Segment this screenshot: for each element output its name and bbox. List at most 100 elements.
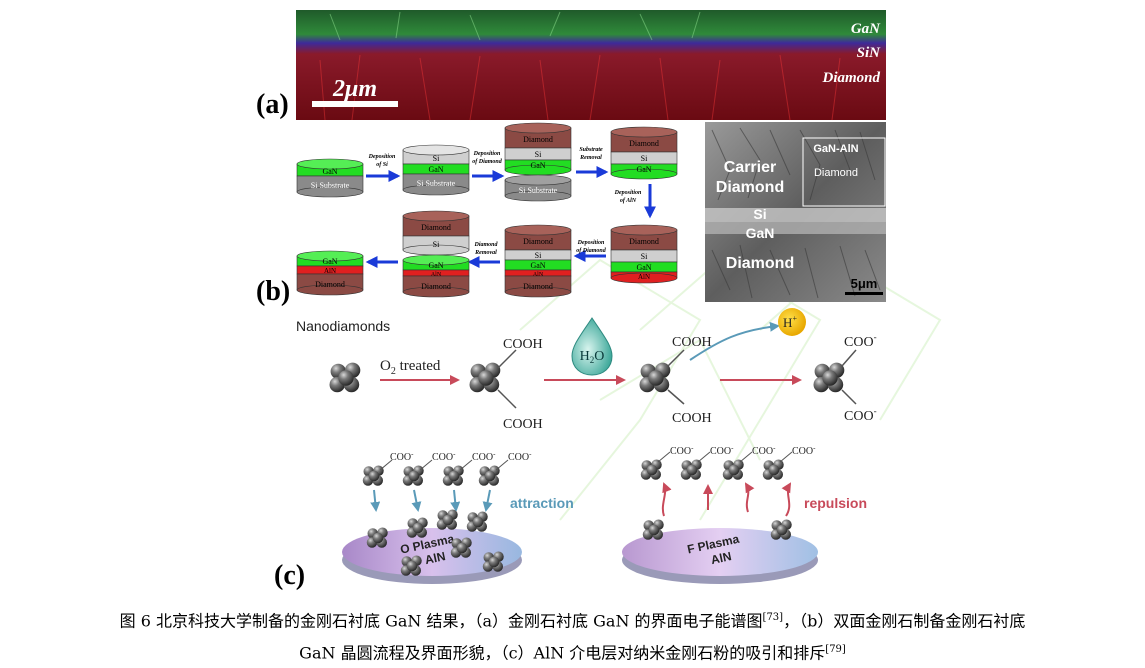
f-plasma-aln-label: AlN bbox=[710, 549, 733, 567]
panel-c-label: (c) bbox=[274, 560, 305, 591]
svg-text:COO-: COO- bbox=[390, 450, 414, 463]
svg-text:GaN: GaN bbox=[636, 263, 651, 272]
sem-label-diamond-3: Diamond bbox=[726, 255, 794, 272]
sem-label-si: Si bbox=[753, 206, 766, 222]
svg-text:GaN: GaN bbox=[322, 167, 337, 176]
step2-wafer: Si GaN Si Substrate bbox=[402, 144, 470, 196]
step6-wafer: Diamond Si GaN AlN Diamond bbox=[504, 224, 572, 298]
layer-gan-label: GaN bbox=[851, 21, 881, 37]
ref-73[interactable]: [73] bbox=[762, 612, 784, 623]
svg-text:Deposition: Deposition bbox=[473, 151, 501, 157]
svg-text:Diamond: Diamond bbox=[629, 237, 659, 246]
svg-text:COO-: COO- bbox=[508, 450, 532, 463]
sem-label-gan-aln: GaN-AlN bbox=[813, 143, 858, 155]
attraction-group: COO- COO- COO- COO- attraction O Plasma … bbox=[342, 450, 574, 584]
svg-text:of AlN: of AlN bbox=[620, 198, 637, 204]
step1-wafer: GaN Si Substrate bbox=[296, 158, 364, 198]
svg-text:Deposition: Deposition bbox=[614, 190, 642, 196]
svg-text:Substrate: Substrate bbox=[579, 147, 603, 153]
sem-scale-label: 5μm bbox=[851, 276, 878, 291]
svg-text:COO-: COO- bbox=[710, 444, 734, 457]
svg-text:COO-: COO- bbox=[792, 444, 816, 457]
svg-text:COO-: COO- bbox=[752, 444, 776, 457]
svg-text:Diamond: Diamond bbox=[523, 135, 553, 144]
svg-text:GaN: GaN bbox=[530, 261, 545, 270]
figure-caption-line-2: GaN 晶圆流程及界面形貌，（c）AlN 介电层对纳米金刚石粉的吸引和排斥[79… bbox=[299, 643, 846, 663]
svg-text:of Diamond: of Diamond bbox=[576, 248, 607, 254]
step4-wafer: Diamond Si GaN bbox=[610, 126, 678, 180]
nanodiamond-cluster-1 bbox=[329, 362, 361, 393]
layer-sin-label: SiN bbox=[857, 45, 882, 61]
svg-text:Deposition: Deposition bbox=[368, 154, 396, 160]
svg-text:Si: Si bbox=[433, 154, 440, 163]
cooh-top: COOH bbox=[503, 337, 543, 352]
sem-label-carrier: Carrier bbox=[724, 159, 776, 176]
svg-text:Diamond: Diamond bbox=[523, 237, 553, 246]
layer-diamond-label: Diamond bbox=[821, 70, 880, 86]
svg-text:AlN: AlN bbox=[324, 267, 336, 275]
svg-text:Si Substrate: Si Substrate bbox=[519, 186, 558, 195]
nanodiamonds-title: Nanodiamonds bbox=[296, 318, 390, 334]
svg-text:COO-: COO- bbox=[432, 450, 456, 463]
svg-text:Si: Si bbox=[433, 240, 440, 249]
svg-text:Si Substrate: Si Substrate bbox=[417, 179, 456, 188]
sem-label-diamond-1: Diamond bbox=[716, 179, 784, 196]
svg-text:AlN: AlN bbox=[638, 273, 650, 281]
scale-bar-a bbox=[312, 101, 398, 107]
panel-a: (a) GaN SiN Diamond 2μm bbox=[256, 10, 886, 121]
svg-text:GaN: GaN bbox=[322, 257, 337, 266]
svg-text:Si: Si bbox=[641, 252, 648, 261]
svg-text:Diamond: Diamond bbox=[473, 242, 498, 248]
nanodiamond-cluster-2 bbox=[469, 362, 501, 393]
f-plasma-plate bbox=[622, 528, 818, 576]
step8-wafer: GaN AlN Diamond bbox=[296, 250, 364, 296]
step5-wafer: Diamond Si GaN AlN bbox=[610, 224, 678, 284]
blue-curve-arrow bbox=[689, 321, 780, 361]
coo-top: COO- bbox=[844, 332, 877, 350]
scale-bar-label-a: 2μm bbox=[332, 76, 377, 102]
svg-text:AlN: AlN bbox=[431, 272, 442, 278]
proton-icon bbox=[778, 308, 806, 336]
svg-text:COO-: COO- bbox=[670, 444, 694, 457]
svg-text:COO-: COO- bbox=[472, 450, 496, 463]
panel-a-label: (a) bbox=[256, 89, 289, 120]
svg-text:of Diamond: of Diamond bbox=[472, 159, 503, 165]
cooh-top-2: COOH bbox=[672, 335, 712, 350]
o-plasma-aln-label: AlN bbox=[424, 549, 447, 567]
ref-79[interactable]: [79] bbox=[825, 644, 846, 655]
sem-label-gan: GaN bbox=[746, 225, 775, 241]
cooh-bottom-2: COOH bbox=[672, 411, 712, 426]
svg-text:Si: Si bbox=[535, 150, 542, 159]
step3-wafer: Diamond Si GaN Si Substrate bbox=[504, 122, 572, 202]
panel-b: (b) GaN Si Substrate Deposition of Si Si… bbox=[256, 122, 886, 307]
water-drop bbox=[571, 317, 613, 376]
panel-c: Nanodiamonds O2 treated COOH COOH H2O CO… bbox=[274, 308, 877, 591]
o-plasma-plate bbox=[342, 528, 522, 576]
coo-bottom: COO- bbox=[844, 406, 877, 424]
sem-scale-bar bbox=[845, 292, 883, 295]
svg-text:AlN: AlN bbox=[533, 272, 544, 278]
svg-text:Diamond: Diamond bbox=[421, 223, 451, 232]
svg-text:Diamond: Diamond bbox=[523, 282, 553, 291]
svg-text:Diamond: Diamond bbox=[421, 282, 451, 291]
svg-text:Diamond: Diamond bbox=[629, 139, 659, 148]
cooh-bottom: COOH bbox=[503, 417, 543, 432]
svg-text:Si: Si bbox=[641, 154, 648, 163]
step7-wafer: Diamond Si GaN AlN Diamond bbox=[402, 210, 470, 298]
sem-image: Carrier Diamond GaN-AlN Diamond Si GaN D… bbox=[705, 122, 886, 302]
attraction-label: attraction bbox=[510, 495, 574, 511]
svg-text:Deposition: Deposition bbox=[577, 240, 605, 246]
svg-text:of Si: of Si bbox=[376, 162, 388, 168]
figure-caption-line-1: 图 6 北京科技大学制备的金刚石衬底 GaN 结果，（a）金刚石衬底 GaN 的… bbox=[119, 611, 1026, 631]
svg-text:Removal: Removal bbox=[579, 155, 602, 161]
figure: (a) GaN SiN Diamond 2μm (b) GaN Si Subst… bbox=[256, 10, 942, 591]
panel-b-label: (b) bbox=[256, 276, 290, 307]
svg-text:Diamond: Diamond bbox=[315, 280, 345, 289]
nanodiamond-cluster-4 bbox=[813, 362, 845, 393]
svg-text:Si: Si bbox=[535, 251, 542, 260]
svg-text:GaN: GaN bbox=[428, 165, 443, 174]
o2-treated-label: O2 treated bbox=[380, 358, 441, 377]
proton-label: H+ bbox=[783, 314, 797, 330]
repulsion-group: COO- COO- COO- COO- repulsion F Plasma A… bbox=[622, 444, 867, 584]
svg-text:GaN: GaN bbox=[530, 161, 545, 170]
